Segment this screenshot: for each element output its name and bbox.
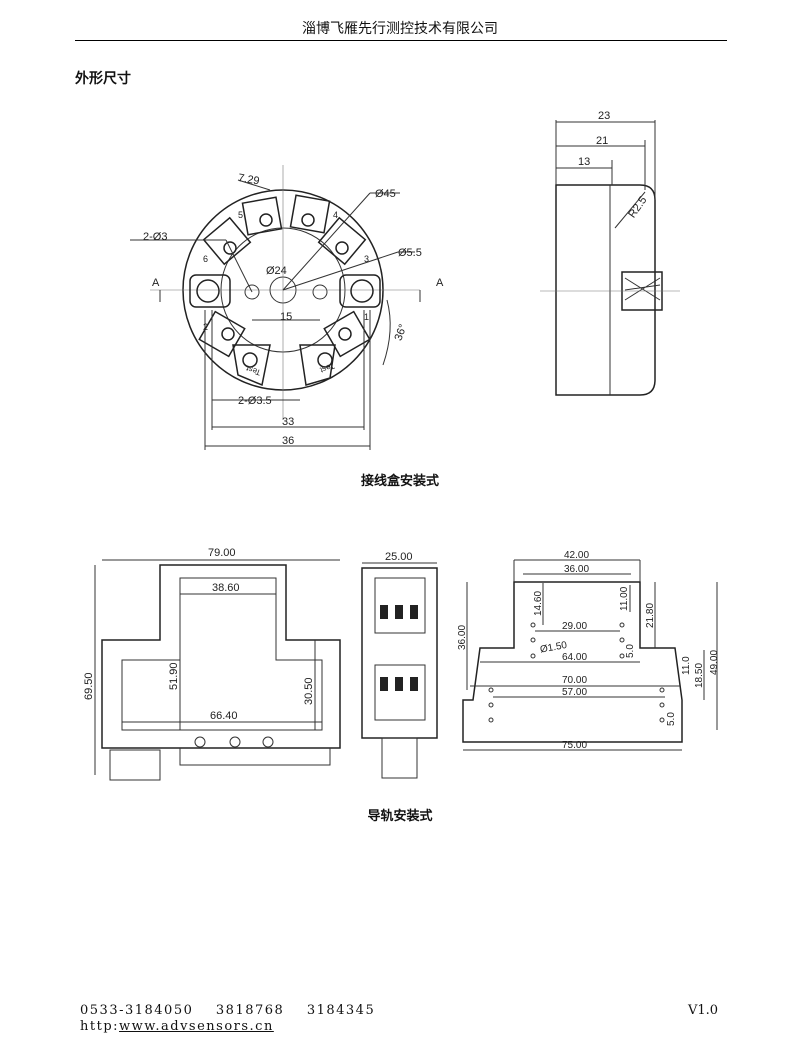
dim-36: 36.00 xyxy=(564,564,589,575)
dim-42: 42.00 xyxy=(564,550,589,561)
terminal-1: 1 xyxy=(364,312,369,322)
dim-18-50: 18.50 xyxy=(694,663,705,688)
din-rail-side-drawing: 25.00 xyxy=(361,551,438,779)
dim-33: 33 xyxy=(282,416,294,428)
dim-11-0: 11.0 xyxy=(681,656,692,675)
dim-7-29: 7.29 xyxy=(237,172,260,188)
din-rail-top-drawing: 42.00 36.00 14.60 11.00 21.80 29.00 36.0… xyxy=(457,550,720,751)
dim-14-60: 14.60 xyxy=(533,591,544,616)
header-divider xyxy=(75,40,727,41)
document-version: V1.0 xyxy=(687,1003,718,1018)
dim-79: 79.00 xyxy=(208,547,236,559)
caption-junction-box-mount: 接线盒安装式 xyxy=(360,474,439,489)
dim-51-90: 51.90 xyxy=(168,662,180,690)
footer-url-link[interactable]: www.advsensors.cn xyxy=(119,1019,274,1034)
dim-25: 25.00 xyxy=(385,551,413,563)
din-rail-front-drawing: 79.00 38.60 51.90 69.50 30.50 66.40 xyxy=(83,547,341,781)
footer-url-line: http:www.advsensors.cn xyxy=(80,1019,274,1034)
dim-64: 64.00 xyxy=(562,652,587,663)
dim-5-0-lower: 5.0 xyxy=(666,712,677,726)
section-mark-a-right: A xyxy=(436,277,444,289)
dim-11-00: 11.00 xyxy=(619,586,630,611)
dim-diameter-5-5: Ø5.5 xyxy=(398,247,422,259)
terminal-3: 3 xyxy=(364,254,369,264)
caption-din-rail-mount: 导轨安装式 xyxy=(367,809,433,824)
section-title: 外形尺寸 xyxy=(75,71,131,87)
dim-21-80: 21.80 xyxy=(645,603,656,628)
footer-phones: 0533-3184050 3818768 3184345 xyxy=(80,1003,376,1018)
footer-url-prefix: http: xyxy=(80,1019,120,1034)
terminal-4: 4 xyxy=(333,210,338,220)
terminal-5: 5 xyxy=(238,210,243,220)
dim-70: 70.00 xyxy=(562,675,587,686)
dim-2-holes-3-5: 2-Ø3.5 xyxy=(238,395,272,407)
dim-23: 23 xyxy=(598,110,610,122)
dim-57: 57.00 xyxy=(562,687,587,698)
dim-36: 36 xyxy=(282,435,294,447)
dim-15: 15 xyxy=(280,311,292,323)
dim-2-holes-3: 2-Ø3 xyxy=(143,231,167,243)
dim-30-50: 30.50 xyxy=(303,677,315,705)
dim-radius-2-5: R2.5 xyxy=(626,194,649,220)
terminal-2: 2 xyxy=(203,322,208,332)
dim-5-0-upper: 5.0 xyxy=(625,644,636,658)
dim-66-40: 66.40 xyxy=(210,710,238,722)
side-view-drawing: 23 21 13 R2.5 xyxy=(540,110,680,396)
dim-69-50: 69.50 xyxy=(83,672,95,700)
dim-49: 49.00 xyxy=(709,650,720,675)
dim-21: 21 xyxy=(596,135,608,147)
dim-38-60: 38.60 xyxy=(212,582,240,594)
dim-diameter-24: Ø24 xyxy=(266,265,287,277)
round-terminal-drawing: 7.29 Ø45 2-Ø3 Ø5.5 Ø24 15 2-Ø3.5 33 36 3… xyxy=(130,165,444,450)
dim-diameter-45: Ø45 xyxy=(375,188,396,200)
terminal-6: 6 xyxy=(203,254,208,264)
section-mark-a-left: A xyxy=(152,277,160,289)
dim-angle-36: 36° xyxy=(393,323,410,343)
dim-13: 13 xyxy=(578,156,590,168)
dim-29: 29.00 xyxy=(562,621,587,632)
dim-diameter-1-50: Ø1.50 xyxy=(539,640,568,656)
dim-36-00-vertical: 36.00 xyxy=(457,625,468,650)
dim-75: 75.00 xyxy=(562,740,587,751)
company-header: 淄博飞雁先行测控技术有限公司 xyxy=(302,21,498,37)
test-label-right: Test xyxy=(318,361,336,375)
